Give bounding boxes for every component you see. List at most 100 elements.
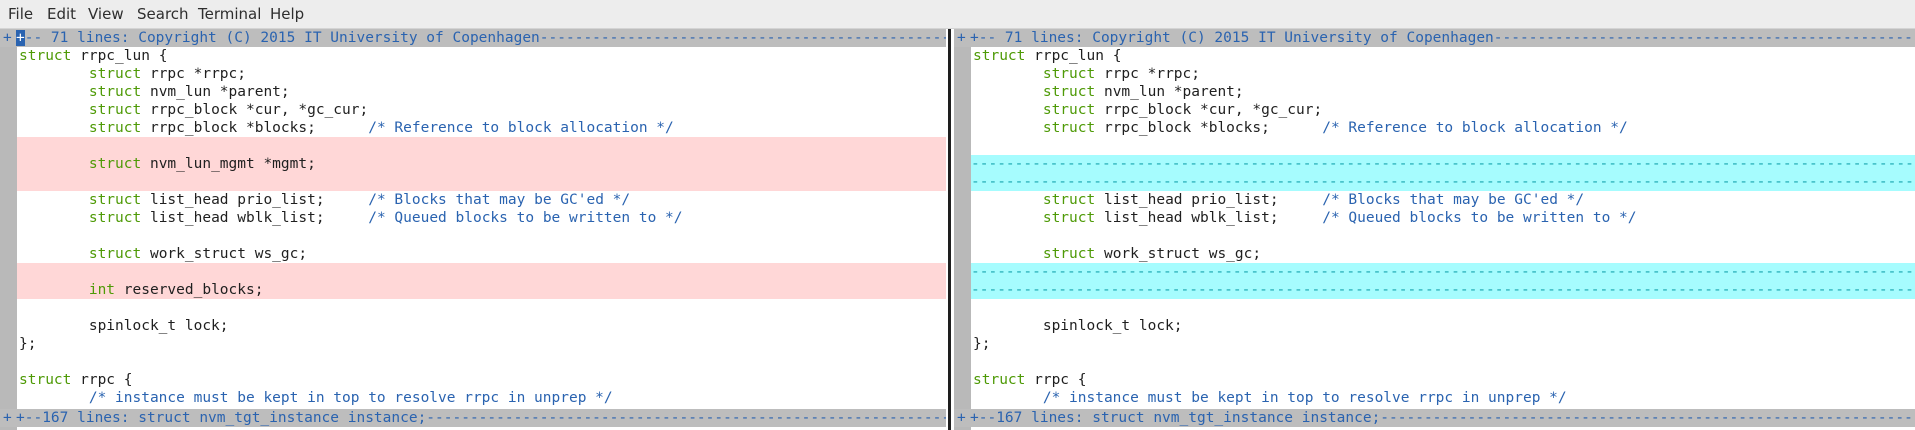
code-line[interactable]: struct rrpc_block *blocks; /* Reference … <box>17 119 946 137</box>
code-token: rrpc_block *blocks; <box>141 120 369 136</box>
code-line[interactable] <box>17 227 946 245</box>
fold-line-header[interactable]: ++-- 71 lines: Copyright (C) 2015 IT Uni… <box>954 29 1915 47</box>
terminal-area[interactable]: ++-- 71 lines: Copyright (C) 2015 IT Uni… <box>0 29 1915 430</box>
menu-view[interactable]: View <box>88 5 124 23</box>
code-line[interactable]: struct work_struct ws_gc; <box>17 245 946 263</box>
deleted-line[interactable]: int reserved_blocks; <box>17 281 946 299</box>
code-line[interactable] <box>971 299 1915 317</box>
code-token: work_struct ws_gc; <box>1095 246 1262 262</box>
code-line[interactable]: struct nvm_lun *parent; <box>17 83 946 101</box>
keyword-token: struct <box>1042 84 1096 100</box>
code-token: spinlock_t lock; <box>973 318 1183 334</box>
diff-pane-left[interactable]: ++-- 71 lines: Copyright (C) 2015 IT Uni… <box>0 29 946 430</box>
code-line[interactable]: /* instance must be kept in top to resol… <box>17 389 946 407</box>
deleted-line[interactable] <box>17 137 946 155</box>
code-token: }; <box>19 336 37 352</box>
menu-search[interactable]: Search <box>137 5 189 23</box>
code-token: rrpc *rrpc; <box>141 66 246 82</box>
fold-column <box>0 29 17 430</box>
code-line[interactable]: }; <box>17 335 946 353</box>
keyword-token: struct <box>88 210 142 226</box>
keyword-token: struct <box>19 372 72 388</box>
fold-marker: + <box>957 410 966 426</box>
code-token: nvm_lun *parent; <box>141 84 290 100</box>
deleted-line[interactable]: struct nvm_lun_mgmt *mgmt; <box>17 155 946 173</box>
code-line[interactable] <box>17 299 946 317</box>
code-line[interactable]: struct list_head prio_list; /* Blocks th… <box>17 191 946 209</box>
fold-line-footer[interactable]: ++--167 lines: struct nvm_tgt_instance i… <box>954 409 1915 427</box>
code-token: rrpc_lun { <box>1025 48 1122 64</box>
code-line[interactable]: spinlock_t lock; <box>971 317 1915 335</box>
code-line[interactable]: struct rrpc_block *blocks; /* Reference … <box>971 119 1915 137</box>
text-cursor: + <box>16 30 25 46</box>
code-token <box>973 390 1043 406</box>
keyword-token: struct <box>1042 210 1096 226</box>
code-line[interactable]: struct rrpc { <box>971 371 1915 389</box>
code-token: rrpc_block *blocks; <box>1095 120 1323 136</box>
fold-marker: + <box>3 30 12 46</box>
fold-line-header[interactable]: ++-- 71 lines: Copyright (C) 2015 IT Uni… <box>0 29 946 47</box>
code-line[interactable]: struct rrpc_block *cur, *gc_cur; <box>971 101 1915 119</box>
code-token: list_head wblk_list; <box>1095 210 1323 226</box>
keyword-token: struct <box>19 48 72 64</box>
code-line[interactable]: struct rrpc *rrpc; <box>17 65 946 83</box>
keyword-token: struct <box>973 48 1026 64</box>
code-token: reserved_blocks; <box>115 282 264 298</box>
keyword-token: struct <box>88 156 142 172</box>
code-line[interactable]: }; <box>971 335 1915 353</box>
keyword-token: struct <box>88 102 142 118</box>
code-line[interactable]: spinlock_t lock; <box>17 317 946 335</box>
keyword-token: struct <box>1042 246 1096 262</box>
menu-bar: File Edit View Search Terminal Help <box>0 0 1915 29</box>
deleted-line[interactable] <box>17 173 946 191</box>
code-line[interactable] <box>971 137 1915 155</box>
diff-pane-right[interactable]: ++-- 71 lines: Copyright (C) 2015 IT Uni… <box>954 29 1915 430</box>
code-line[interactable] <box>971 353 1915 371</box>
code-line[interactable]: struct rrpc *rrpc; <box>971 65 1915 83</box>
code-line[interactable]: struct list_head wblk_list; /* Queued bl… <box>971 209 1915 227</box>
code-token: nvm_lun_mgmt *mgmt; <box>141 156 316 172</box>
code-token <box>973 120 1043 136</box>
code-token: rrpc { <box>71 372 133 388</box>
code-line[interactable]: /* instance must be kept in top to resol… <box>971 389 1915 407</box>
code-token <box>19 390 89 406</box>
code-line[interactable]: struct rrpc_block *cur, *gc_cur; <box>17 101 946 119</box>
comment-token: /* instance must be kept in top to resol… <box>88 390 613 406</box>
fold-text: --167 lines: struct nvm_tgt_instance ins… <box>978 410 1915 426</box>
deleted-line[interactable] <box>17 263 946 281</box>
filler-line[interactable]: ----------------------------------------… <box>971 263 1915 281</box>
code-token: rrpc { <box>1025 372 1087 388</box>
filler-line[interactable]: ----------------------------------------… <box>971 173 1915 191</box>
menu-edit[interactable]: Edit <box>47 5 77 23</box>
code-line[interactable]: struct rrpc { <box>17 371 946 389</box>
comment-token: /* Blocks that may be GC'ed */ <box>368 192 631 208</box>
code-line[interactable]: struct nvm_lun *parent; <box>971 83 1915 101</box>
code-line[interactable]: struct list_head wblk_list; /* Queued bl… <box>17 209 946 227</box>
menu-file[interactable]: File <box>8 5 34 23</box>
keyword-token: struct <box>973 372 1026 388</box>
vertical-split-separator[interactable] <box>946 29 954 430</box>
code-token: list_head prio_list; <box>1095 192 1323 208</box>
keyword-token: struct <box>1042 192 1096 208</box>
code-line[interactable] <box>971 227 1915 245</box>
comment-token: /* Queued blocks to be written to */ <box>368 210 683 226</box>
code-token <box>973 84 1043 100</box>
code-line[interactable] <box>17 353 946 371</box>
fold-line-footer[interactable]: ++--167 lines: struct nvm_tgt_instance i… <box>0 409 946 427</box>
menu-help[interactable]: Help <box>270 5 305 23</box>
code-token <box>19 66 89 82</box>
code-line[interactable]: struct rrpc_lun { <box>971 47 1915 65</box>
keyword-token: struct <box>88 120 142 136</box>
menu-terminal[interactable]: Terminal <box>198 5 262 23</box>
code-line[interactable]: struct list_head prio_list; /* Blocks th… <box>971 191 1915 209</box>
keyword-token: struct <box>88 84 142 100</box>
comment-token: /* Reference to block allocation */ <box>368 120 674 136</box>
code-token: list_head wblk_list; <box>141 210 369 226</box>
filler-line[interactable]: ----------------------------------------… <box>971 281 1915 299</box>
code-token <box>19 102 89 118</box>
filler-line[interactable]: ----------------------------------------… <box>971 155 1915 173</box>
code-token: rrpc_block *cur, *gc_cur; <box>141 102 369 118</box>
code-token: rrpc_lun { <box>71 48 168 64</box>
code-line[interactable]: struct rrpc_lun { <box>17 47 946 65</box>
code-line[interactable]: struct work_struct ws_gc; <box>971 245 1915 263</box>
